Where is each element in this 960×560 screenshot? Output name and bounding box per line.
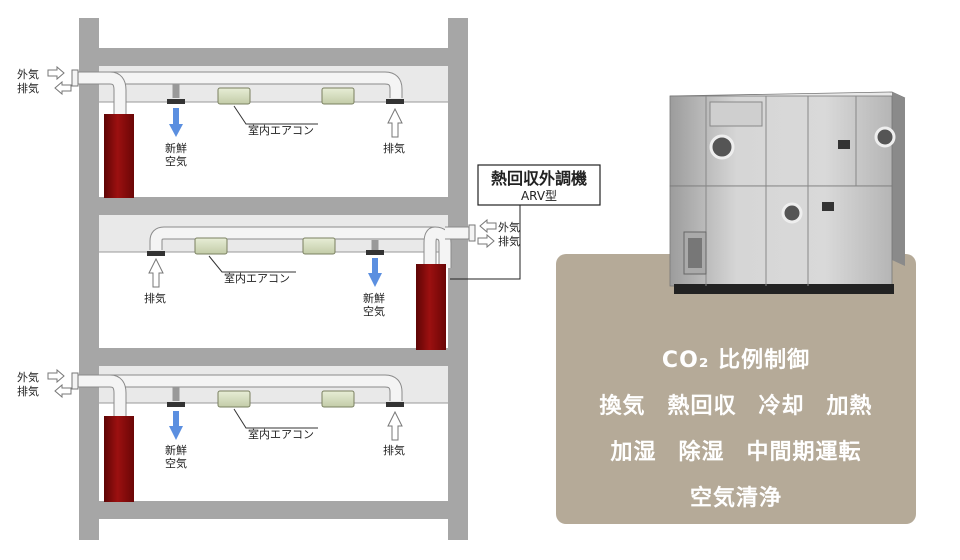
feature-item: 空気清浄 — [689, 486, 782, 511]
unit-callout: 熱回収外調機 ARV型 — [450, 164, 601, 280]
feature-line: 換気熱回収冷却加熱 — [556, 384, 916, 430]
indoor-ac-unit — [194, 237, 228, 255]
floor-3-fresh-air-label: 空気 — [165, 456, 187, 470]
diagram-labels: 外気 排気 室内エアコン 新鮮 空気 排気 外気 排気 室内エアコン 排気 新鮮… — [17, 67, 520, 470]
feature-item: 加湿 — [610, 440, 657, 465]
feature-item: 換気 — [599, 394, 646, 419]
fan-port-icon — [781, 202, 803, 224]
floor-2-exhaust-vent-label: 排気 — [144, 291, 166, 305]
indoor-ac-unit — [217, 390, 251, 408]
feature-line: CO₂ 比例制御 — [556, 338, 916, 384]
floor-2-exhaust-label: 排気 — [498, 234, 520, 248]
fresh-air-arrow — [169, 108, 183, 137]
callout-model: ARV型 — [521, 189, 557, 203]
floor-1-intake-label: 外気 — [17, 67, 39, 81]
feature-panel: CO₂ 比例制御 換気熱回収冷却加熱 加湿除湿中間期運転 空気清浄 — [556, 254, 916, 524]
floor-1-exhaust-vent-label: 排気 — [383, 141, 405, 155]
exhaust-arrow — [387, 107, 403, 138]
floor-3-exhaust-label: 排気 — [17, 384, 39, 398]
feature-line: 加湿除湿中間期運転 — [556, 430, 916, 476]
floor-1-ac-label: 室内エアコン — [248, 123, 314, 137]
floor-2-intake-label: 外気 — [498, 220, 520, 234]
floor-3 — [47, 369, 404, 502]
indoor-ac-unit — [321, 390, 355, 408]
feature-item: CO₂ 比例制御 — [661, 348, 811, 373]
indoor-ac-unit — [321, 87, 355, 105]
floor-2 — [147, 219, 497, 350]
air-handling-unit-photo — [660, 84, 915, 306]
indoor-ac-unit — [302, 237, 336, 255]
fan-port-icon — [709, 134, 735, 160]
fresh-air-arrow — [368, 258, 382, 287]
floor-1-exhaust-label: 排気 — [17, 81, 39, 95]
fresh-air-arrow — [169, 411, 183, 440]
exhaust-arrow — [387, 410, 403, 441]
heat-recovery-unit — [104, 114, 134, 198]
floor-2-ac-label: 室内エアコン — [224, 271, 290, 285]
floor-1 — [47, 66, 404, 198]
floor-3-ac-label: 室内エアコン — [248, 427, 314, 441]
floor-3-fresh-air-label: 新鮮 — [165, 443, 187, 457]
feature-item: 中間期運転 — [746, 440, 862, 465]
floor-2-fresh-air-label: 空気 — [363, 304, 385, 318]
callout-title: 熱回収外調機 — [491, 169, 587, 188]
fan-port-icon — [874, 126, 896, 148]
feature-line: 空気清浄 — [556, 476, 916, 522]
floor-1-fresh-air-label: 空気 — [165, 154, 187, 168]
feature-item: 除湿 — [678, 440, 725, 465]
floor-3-intake-label: 外気 — [17, 370, 39, 384]
feature-item: 冷却 — [758, 394, 805, 419]
indoor-ac-unit — [217, 87, 251, 105]
feature-item: 熱回収 — [667, 394, 737, 419]
heat-recovery-unit — [104, 416, 134, 502]
feature-list: CO₂ 比例制御 換気熱回収冷却加熱 加湿除湿中間期運転 空気清浄 — [556, 338, 916, 522]
floor-3-exhaust-vent-label: 排気 — [383, 443, 405, 457]
floor-2-fresh-air-label: 新鮮 — [363, 291, 385, 305]
exhaust-arrow — [148, 257, 164, 288]
heat-recovery-unit — [416, 264, 446, 350]
feature-item: 加熱 — [826, 394, 873, 419]
floor-1-fresh-air-label: 新鮮 — [165, 141, 187, 155]
